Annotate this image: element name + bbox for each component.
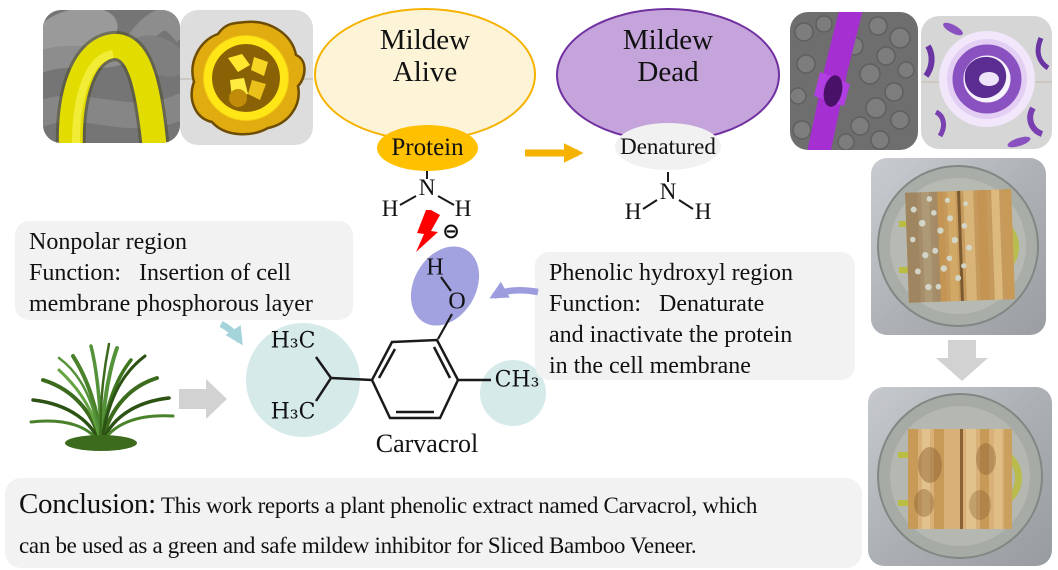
amine-left-h1-label: H bbox=[381, 196, 399, 221]
clean-bamboo-dish-art bbox=[868, 387, 1052, 566]
mildew-dead-ellipse: Mildew Dead bbox=[556, 8, 780, 142]
sem-live-hypha-image bbox=[43, 10, 180, 143]
grey-right-arrow-icon bbox=[179, 379, 227, 419]
lightning-bolt-icon bbox=[416, 210, 440, 252]
grass-plant-art bbox=[29, 342, 175, 451]
negative-charge-symbol: ⊖ bbox=[442, 219, 460, 243]
nonpolar-callout: Nonpolar region Function: Insertion of c… bbox=[15, 221, 353, 320]
phenolic-callout-line: and inactivate the protein bbox=[549, 322, 793, 348]
clean-bamboo-dish-image bbox=[868, 387, 1052, 566]
hydroxyl-h-label: H bbox=[426, 254, 444, 281]
mildew-alive-ellipse: Mildew Alive bbox=[314, 8, 536, 141]
grey-down-arrow-icon bbox=[936, 340, 988, 381]
sem-dead-hypha-image bbox=[790, 12, 918, 150]
mildew-dead-label: Mildew Dead bbox=[622, 24, 714, 89]
sem-live-spore-image bbox=[180, 10, 313, 145]
moldy-bamboo-dish-image bbox=[871, 158, 1046, 335]
sem-live-hypha-art bbox=[43, 10, 180, 143]
sem-dead-spore-image bbox=[921, 16, 1052, 149]
denatured-ellipse: Denatured bbox=[615, 123, 721, 170]
phenolic-callout-line: Function: Denaturate bbox=[549, 291, 765, 317]
methyl-label: CH₃ bbox=[494, 367, 540, 393]
nonpolar-callout-line: membrane phosphorous layer bbox=[29, 291, 313, 317]
hydroxyl-o-label: O bbox=[448, 288, 466, 315]
isopropyl-top-label: H₃C bbox=[270, 328, 316, 354]
carvacrol-label: Carvacrol bbox=[375, 429, 479, 458]
protein-ellipse: Protein bbox=[377, 125, 478, 171]
hydroxyl-ellipse bbox=[397, 234, 493, 338]
amine-left-h2-label: H bbox=[454, 196, 472, 221]
isopropyl-bottom-label: H₃C bbox=[270, 399, 316, 425]
conclusion-box: Conclusion: This work reports a plant ph… bbox=[5, 478, 862, 568]
denatured-label: Denatured bbox=[620, 133, 716, 159]
phenolic-callout: Phenolic hydroxyl region Function: Denat… bbox=[535, 252, 855, 380]
conclusion-label: Conclusion: bbox=[19, 488, 156, 520]
amine-right-h2-label: H bbox=[694, 199, 712, 224]
nonpolar-callout-line: Function: Insertion of cell bbox=[29, 260, 291, 286]
conclusion-text-2: can be used as a green and safe mildew i… bbox=[19, 533, 697, 558]
amine-left-n-label: N bbox=[418, 175, 436, 200]
phenolic-callout-line: Phenolic hydroxyl region bbox=[549, 260, 793, 286]
sem-dead-hypha-art bbox=[790, 12, 918, 150]
benzene-ring bbox=[370, 338, 460, 420]
moldy-bamboo-dish-art bbox=[871, 158, 1046, 335]
sem-live-spore-art bbox=[180, 10, 313, 145]
sem-dead-spore-art bbox=[921, 16, 1052, 149]
nonpolar-callout-line: Nonpolar region bbox=[29, 229, 187, 255]
conclusion-text-1: This work reports a plant phenolic extra… bbox=[155, 493, 758, 518]
amine-right-h1-label: H bbox=[624, 199, 642, 224]
mildew-alive-label: Mildew Alive bbox=[379, 24, 471, 89]
grass-plant-image bbox=[25, 340, 178, 451]
conclusion-line: Conclusion: This work reports a plant ph… bbox=[19, 486, 848, 527]
phenolic-callout-line: in the cell membrane bbox=[549, 353, 751, 379]
amine-right-n-label: N bbox=[659, 179, 677, 204]
periwinkle-arrow-icon bbox=[489, 281, 539, 299]
light-blue-arrow-icon bbox=[219, 321, 243, 346]
protein-label: Protein bbox=[391, 134, 464, 161]
